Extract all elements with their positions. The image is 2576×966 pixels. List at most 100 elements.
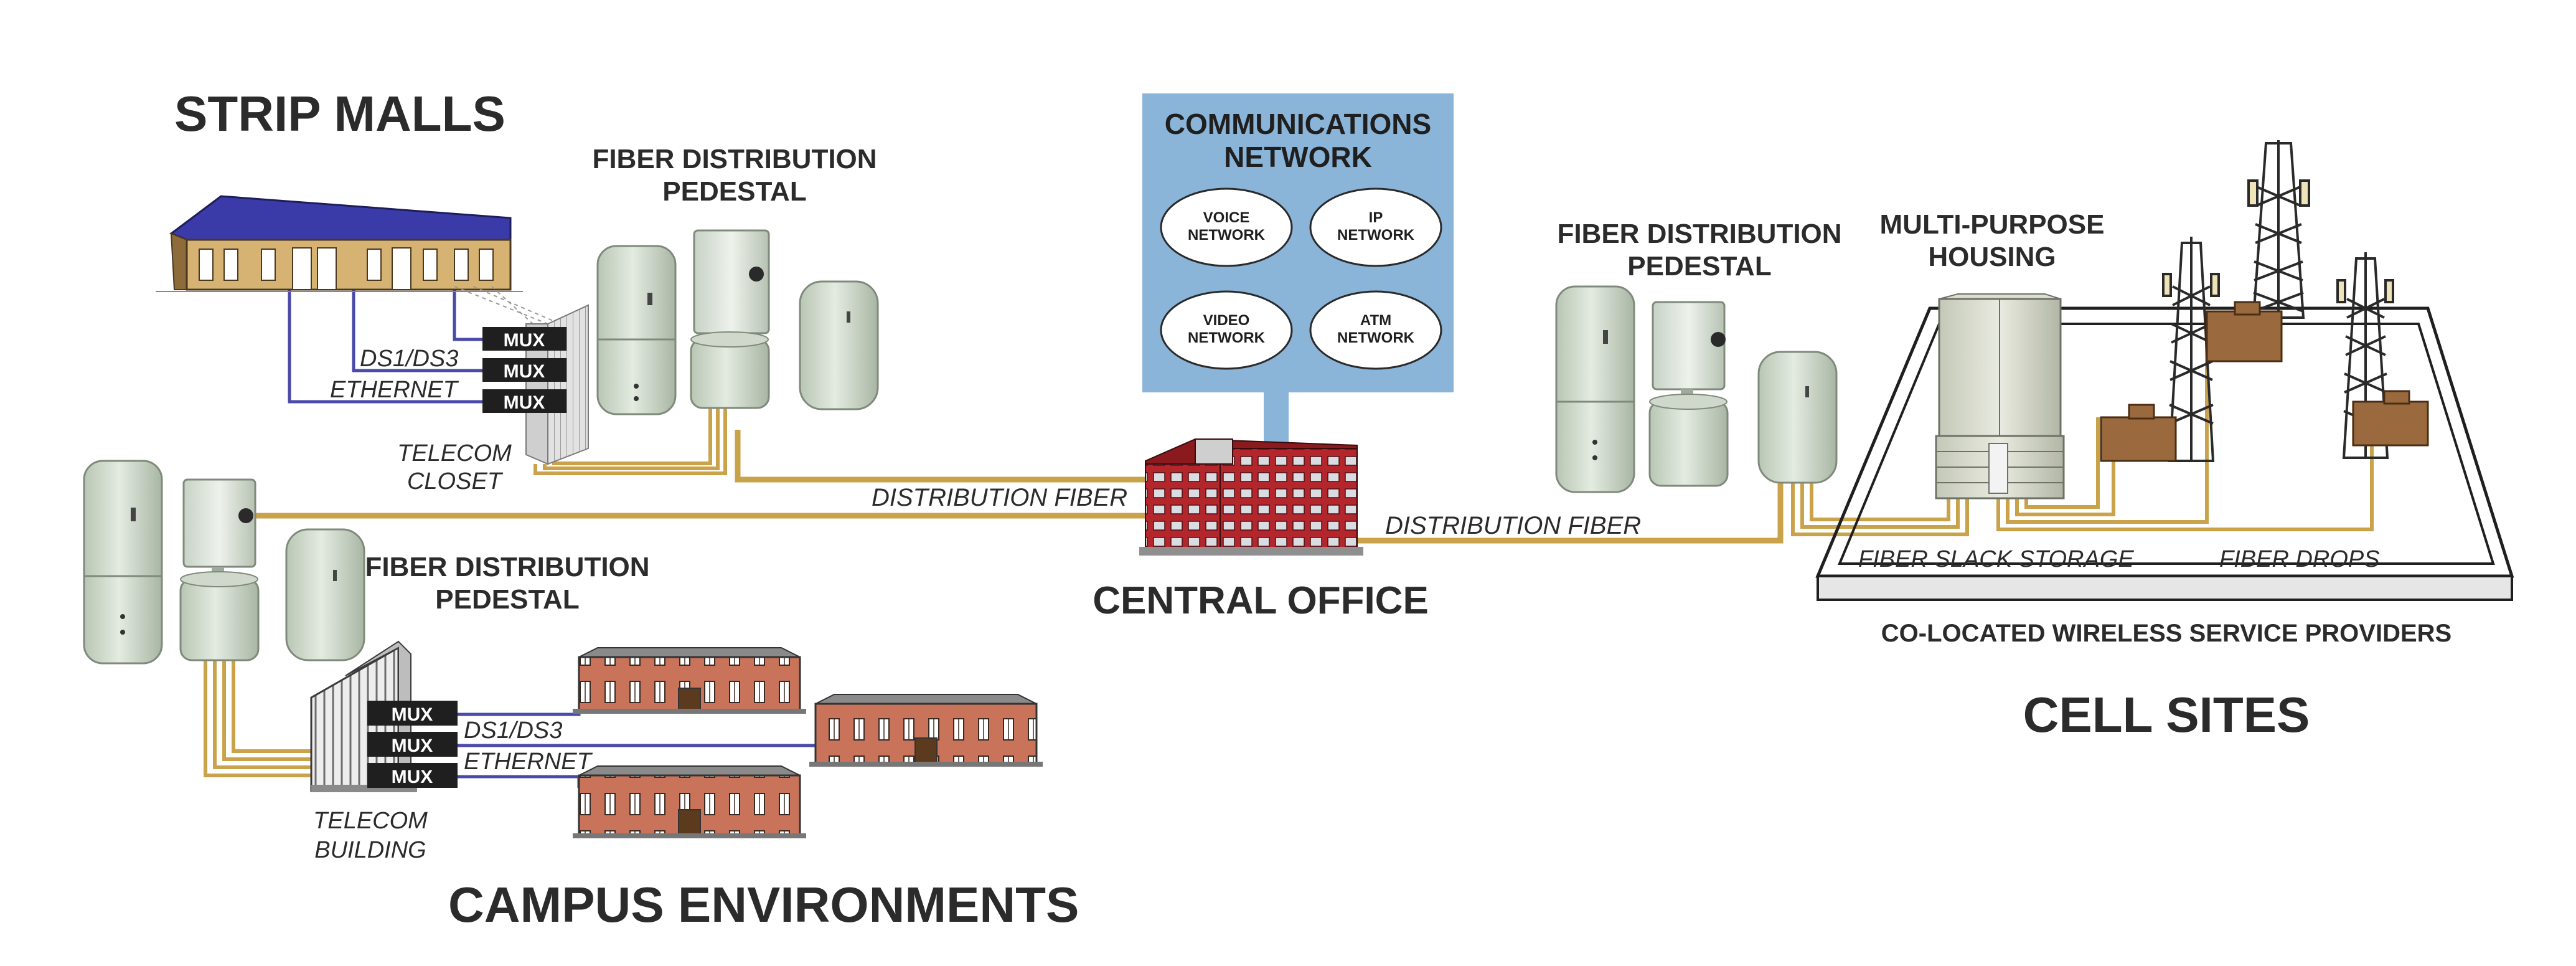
pedestal-left-box-cabinet: [179, 478, 260, 661]
region-title-strip-malls: STRIP MALLS: [174, 86, 505, 141]
pedestal-top-box-cabinet: [690, 229, 770, 409]
campus-fiber-1: [204, 648, 314, 777]
campus-fiber-3: [222, 648, 314, 761]
campus-mux-label-1: MUX: [392, 704, 433, 725]
strip-mux-stack: MUX MUX MUX: [482, 327, 566, 413]
cell-fiber-2: [1800, 480, 1960, 529]
strip-ds-label: DS1/DS3: [360, 346, 458, 372]
distribution-fiber-left-label: DISTRIBUTION FIBER: [872, 484, 1127, 511]
campus-building-2: [809, 694, 1043, 767]
strip-mux-box-2: [482, 358, 566, 382]
campus-mux-label-3: MUX: [392, 767, 433, 787]
pedestal-right-group: FIBER DISTRIBUTION PEDESTAL: [1555, 219, 1842, 493]
equipment-shelters: [2100, 301, 2429, 462]
campus-group: MUX MUX MUX DS1/DS3 ETHERNET TELECOM BUI…: [310, 640, 1079, 932]
fiber-drop-1: [1996, 436, 2374, 531]
pedestal-right-label-line2: PEDESTAL: [1627, 251, 1771, 282]
telecom-closet-label-line1: TELECOM: [397, 440, 512, 466]
cloud-voice-line2: NETWORK: [1188, 227, 1266, 244]
cloud-ip-line1: IP: [1369, 209, 1383, 226]
campus-ds-label: DS1/DS3: [464, 717, 562, 744]
fiber-drop-3: [2015, 417, 2115, 516]
strip-link-mux1: [453, 286, 482, 341]
campus-link-1: [458, 710, 581, 716]
rooftop-platform: [1815, 306, 2514, 601]
pedestal-right-dome: [1757, 351, 1838, 484]
cloud-voice: VOICE NETWORK: [1160, 187, 1293, 267]
pedestal-top-group: FIBER DISTRIBUTION PEDESTAL: [592, 144, 879, 415]
telecom-building-label-line2: BUILDING: [314, 837, 426, 863]
fiber-drop-2: [2006, 343, 2209, 524]
multi-purpose-housing-label-line1: MULTI-PURPOSE: [1880, 209, 2105, 240]
closet-fiber-2: [543, 408, 720, 470]
strip-mux-label-3: MUX: [504, 392, 545, 413]
pedestal-left-tall-cabinet: [83, 460, 163, 665]
pedestal-right-label-line1: FIBER DISTRIBUTION: [1557, 219, 1841, 249]
cell-tower-left: [2162, 237, 2220, 462]
communications-network-panel: COMMUNICATIONS NETWORK VOICE NETWORK IP …: [1142, 93, 1454, 442]
pedestal-right-tall-cabinet: [1555, 285, 1635, 493]
cloud-ip-line2: NETWORK: [1337, 227, 1415, 244]
region-title-cell-sites: CELL SITES: [2023, 687, 2310, 742]
pedestal-left-label-line1: FIBER DISTRIBUTION: [365, 552, 649, 582]
campus-link-3: [458, 775, 581, 788]
campus-ethernet-label: ETHERNET: [464, 749, 593, 775]
multi-purpose-housing: [1935, 293, 2065, 500]
telecom-closet-label-line2: CLOSET: [407, 468, 504, 495]
co-located-label: CO-LOCATED WIRELESS SERVICE PROVIDERS: [1881, 620, 2451, 647]
telecom-building-label-line1: TELECOM: [313, 808, 428, 834]
campus-building-3: [573, 765, 806, 838]
cloud-atm-line2: NETWORK: [1337, 329, 1415, 346]
cloud-atm: ATM NETWORK: [1309, 290, 1442, 370]
fiber-slack-storage-label: FIBER SLACK STORAGE: [1858, 546, 2134, 572]
distribution-fiber-right-line: [1351, 480, 1784, 544]
strip-mall-building: [156, 195, 523, 292]
region-title-campus-environments: CAMPUS ENVIRONMENTS: [448, 877, 1079, 932]
cloud-video: VIDEO NETWORK: [1160, 290, 1293, 370]
central-office-building: CENTRAL OFFICE: [1093, 438, 1429, 622]
campus-fiber-4: [232, 648, 314, 753]
distribution-fiber-right-label: DISTRIBUTION FIBER: [1385, 512, 1641, 539]
pedestal-top-label-line1: FIBER DISTRIBUTION: [592, 144, 877, 174]
cloud-voice-line1: VOICE: [1203, 209, 1250, 226]
pedestal-right-box-cabinet: [1648, 301, 1729, 487]
pedestal-top-dome: [799, 280, 879, 410]
network-panel-title-line1: COMMUNICATIONS: [1165, 108, 1431, 140]
distribution-fiber-top-line: [735, 430, 1149, 483]
pedestal-top-label-line2: PEDESTAL: [662, 176, 806, 207]
strip-mall-group: STRIP MALLS: [156, 86, 589, 495]
campus-mux-box-3: [367, 763, 458, 788]
cell-tower-center: [2247, 140, 2310, 319]
campus-mux-label-2: MUX: [392, 736, 433, 756]
pedestal-top-tall-cabinet: [596, 245, 677, 415]
pedestal-left-dome: [285, 528, 365, 661]
campus-mux-stack: MUX MUX MUX: [367, 701, 458, 788]
strip-link-ethernet: [288, 286, 482, 404]
pedestal-left-group: FIBER DISTRIBUTION PEDESTAL: [83, 460, 650, 665]
pedestal-left-label-line2: PEDESTAL: [435, 584, 579, 615]
cell-tower-right: [2336, 252, 2394, 459]
multi-purpose-housing-label-line2: HOUSING: [1928, 242, 2056, 272]
campus-mux-box-1: [367, 701, 458, 726]
region-title-central-office: CENTRAL OFFICE: [1093, 579, 1429, 622]
strip-mux-label-1: MUX: [504, 330, 545, 351]
network-panel-stem: [1264, 392, 1289, 442]
strip-mux-box-3: [482, 389, 566, 413]
cloud-atm-line1: ATM: [1360, 312, 1391, 329]
campus-mux-box-2: [367, 732, 458, 757]
strip-mux-label-2: MUX: [504, 361, 545, 382]
cloud-video-line2: NETWORK: [1188, 329, 1266, 346]
strip-ethernet-label: ETHERNET: [330, 377, 459, 403]
cell-fiber-3: [1810, 480, 1950, 521]
strip-mux-box-1: [482, 327, 566, 351]
cell-fiber-1: [1791, 480, 1969, 536]
cloud-ip: IP NETWORK: [1309, 187, 1442, 267]
fiber-drops-label: FIBER DROPS: [2219, 546, 2380, 572]
closet-fiber-1: [534, 408, 727, 475]
network-panel-title-line2: NETWORK: [1224, 141, 1372, 173]
strip-link-ds: [352, 286, 482, 372]
campus-building-1: [573, 647, 806, 714]
campus-fiber-2: [213, 648, 314, 769]
cell-sites-group: MULTI-PURPOSE HOUSING: [1815, 140, 2514, 742]
